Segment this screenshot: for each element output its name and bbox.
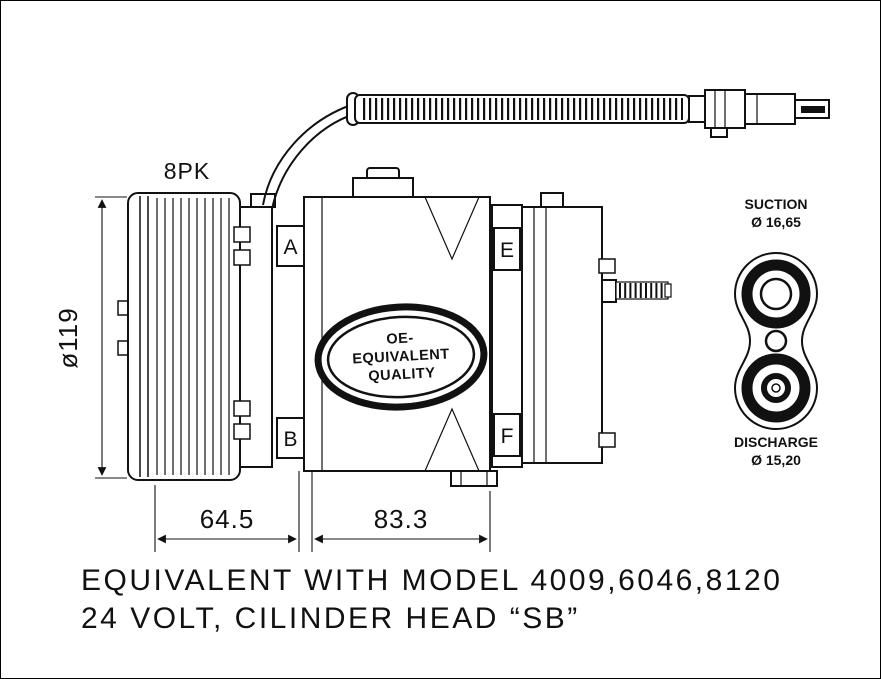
badge-line2: EQUIVALENT <box>352 346 450 367</box>
center-bolt-hole <box>764 329 788 353</box>
port-block-f <box>493 413 521 457</box>
dimension-pulley-diameter <box>95 196 127 479</box>
corrugated-tube <box>346 92 690 126</box>
footer-spec-line: 24 VOLT, CILINDER HEAD “SB” <box>81 602 580 635</box>
pulley-diameter-label: ø119 <box>53 307 83 368</box>
threaded-stud <box>601 279 672 303</box>
head-bolt-bottom <box>598 432 616 448</box>
port-label-b: B <box>283 428 297 451</box>
port-label-a: A <box>283 236 297 259</box>
dim-pulley-width-label: 64.5 <box>200 504 255 534</box>
mounting-foot <box>450 470 498 487</box>
filler-neck <box>352 177 414 198</box>
connector-tab <box>710 127 728 138</box>
discharge-diameter: Ø 15,20 <box>751 452 801 468</box>
pulley <box>117 192 241 481</box>
port-block-e <box>493 227 521 271</box>
discharge-port-ring <box>741 353 811 423</box>
badge-line3: QUALITY <box>368 365 436 384</box>
belt-type-label: 8PK <box>164 158 210 184</box>
suction-label: SUCTION <box>745 196 808 212</box>
dim-body-width-label: 83.3 <box>374 504 429 534</box>
badge-line1: OE- <box>386 330 414 347</box>
oe-quality-badge: OE- EQUIVALENT QUALITY <box>314 303 488 411</box>
port-block-a <box>276 225 305 267</box>
cable-wires <box>250 102 358 210</box>
port-fitting <box>733 252 819 430</box>
mounting-plate <box>233 206 273 468</box>
discharge-label: DISCHARGE <box>734 434 818 450</box>
connector-plug <box>688 89 830 138</box>
dimension-widths <box>154 471 491 552</box>
suction-port-ring <box>741 259 811 329</box>
pulley-grooves <box>156 198 230 475</box>
suction-diameter: Ø 16,65 <box>751 214 801 230</box>
cylinder-head <box>521 192 616 464</box>
footer-model-line: EQUIVALENT WITH MODEL 4009,6046,8120 <box>81 564 782 597</box>
port-label-e: E <box>500 239 514 262</box>
head-bolt-top <box>598 258 616 274</box>
port-label-f: F <box>501 425 514 448</box>
